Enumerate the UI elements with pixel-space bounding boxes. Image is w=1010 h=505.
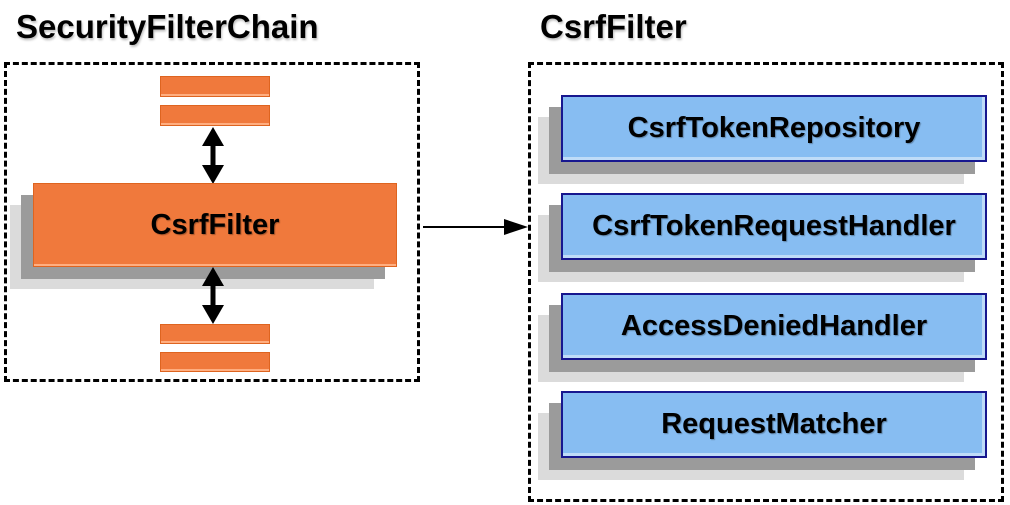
security-filter-chain-title: SecurityFilterChain [16, 8, 319, 45]
component-label: AccessDeniedHandler [620, 310, 928, 342]
double-arrow-icon [202, 267, 224, 324]
csrf-filter-container [528, 62, 1004, 502]
component-label: RequestMatcher [661, 408, 887, 440]
component-box-access-denied-handler: AccessDeniedHandler [561, 293, 987, 360]
component-box-request-matcher: RequestMatcher [561, 391, 987, 458]
filter-chain-bar-top-1 [160, 76, 270, 97]
csrf-filter-box: CsrfFilter [33, 183, 397, 267]
double-arrow-icon [202, 127, 224, 184]
component-label: CsrfTokenRequestHandler [592, 210, 956, 242]
component-box-csrf-token-repository: CsrfTokenRepository [561, 95, 987, 162]
component-label: CsrfTokenRepository [627, 112, 921, 144]
filter-chain-bar-top-2 [160, 105, 270, 126]
csrf-filter-box-label: CsrfFilter [150, 208, 280, 241]
csrf-filter-title: CsrfFilter [540, 8, 687, 45]
arrow-icon [423, 219, 528, 235]
filter-chain-bar-bottom-1 [160, 324, 270, 344]
component-box-csrf-token-request-handler: CsrfTokenRequestHandler [561, 193, 987, 260]
filter-chain-bar-bottom-2 [160, 352, 270, 372]
security-filter-chain-container [4, 62, 420, 382]
